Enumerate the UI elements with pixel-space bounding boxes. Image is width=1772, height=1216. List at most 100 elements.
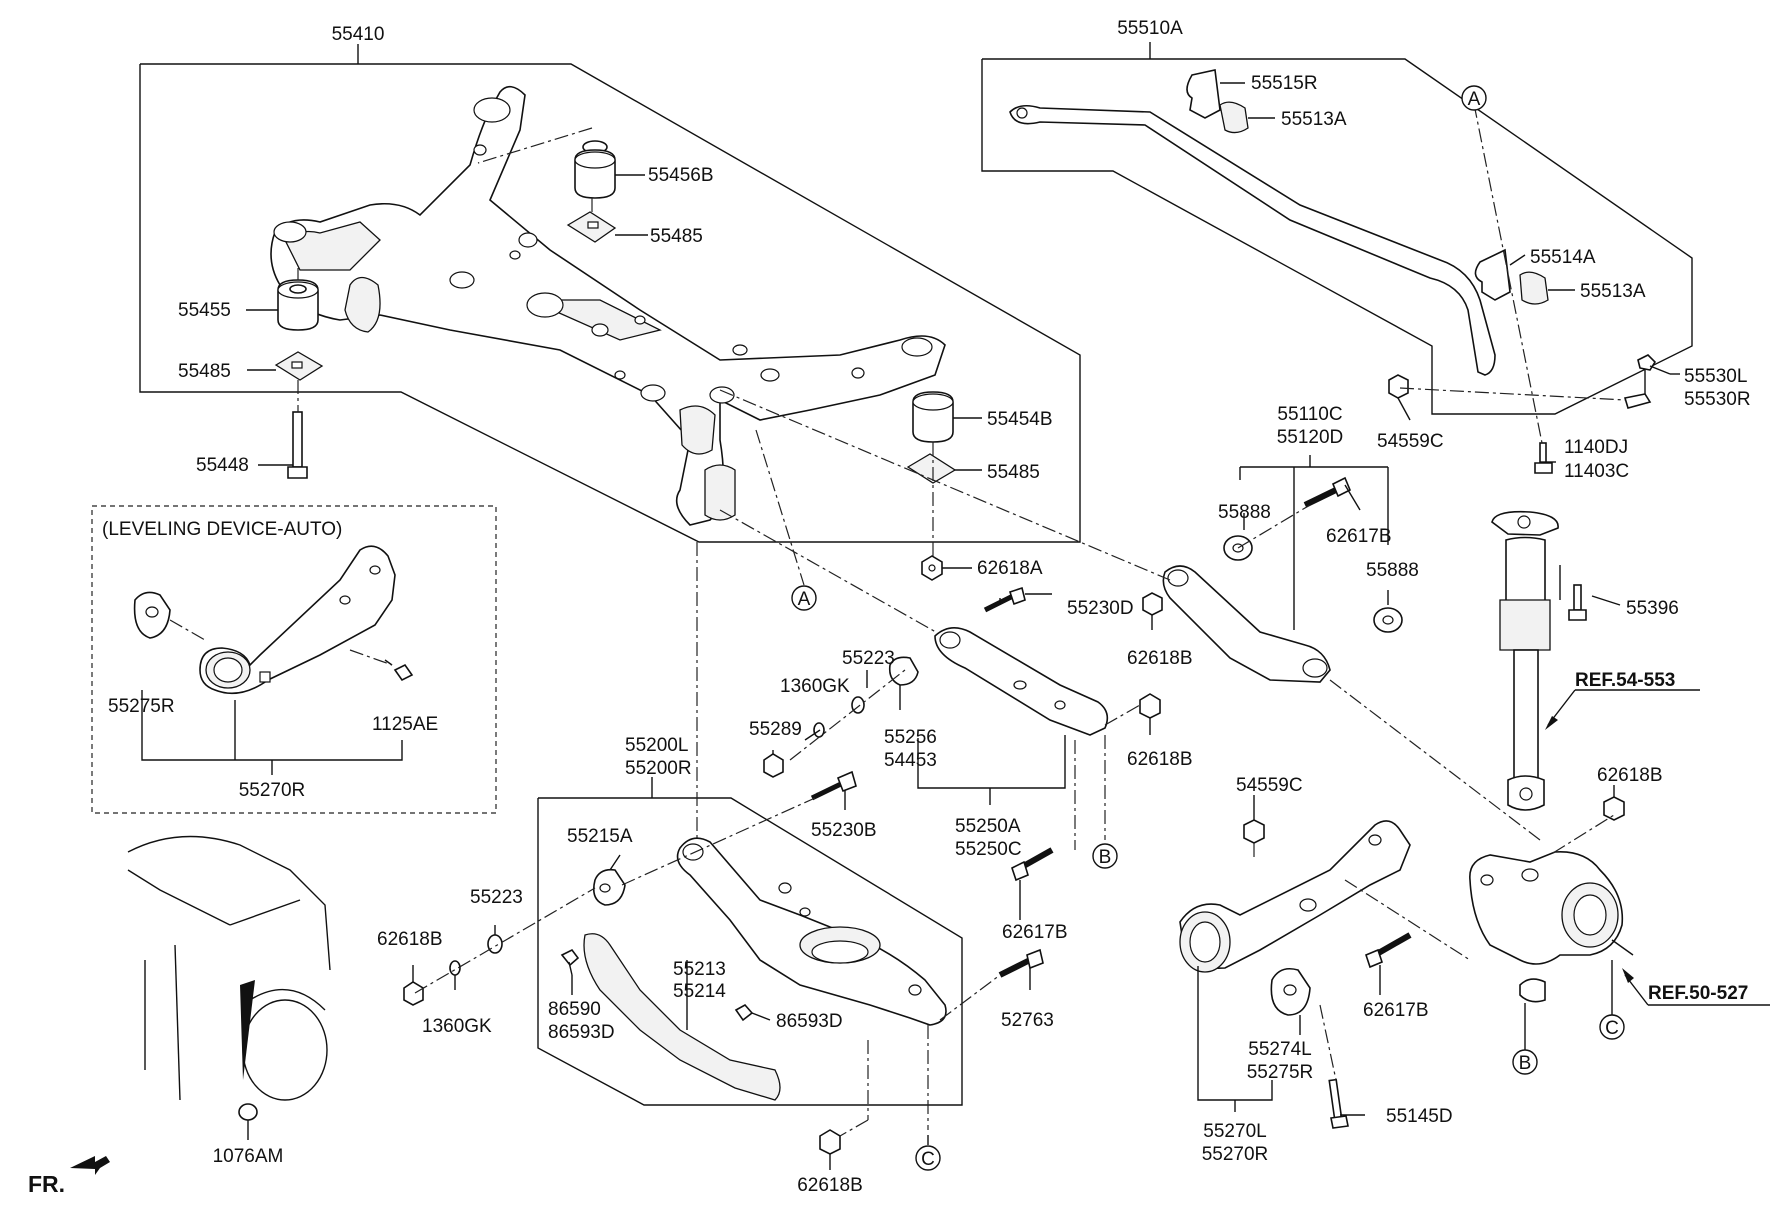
- label-55274l: 55274L: [1248, 1039, 1311, 1060]
- label-55275r-b: 55275R: [1247, 1062, 1314, 1083]
- bushing-55456b: [574, 140, 616, 199]
- nut-55289: [763, 753, 784, 778]
- leader-lines: [246, 82, 1680, 1170]
- label-55515r: 55515R: [1251, 73, 1318, 94]
- label-62618b-b: 62618B: [1127, 749, 1193, 770]
- label-fr: FR.: [28, 1171, 65, 1197]
- shock-absorber: [1491, 510, 1559, 811]
- label-54559c-mid: 54559C: [1236, 775, 1303, 796]
- crossmember-55410: [270, 85, 946, 526]
- label-55485-c: 55485: [987, 462, 1040, 483]
- label-55530r: 55530R: [1684, 389, 1751, 410]
- bolt-55145d: [1328, 1078, 1349, 1129]
- upper-arm-55110c: [1162, 565, 1331, 683]
- bushing-55275r-a: [133, 591, 171, 639]
- nut-62618b-b: [1139, 693, 1161, 719]
- label-leveling: (LEVELING DEVICE-AUTO): [102, 519, 342, 540]
- plate-55485-b: [274, 351, 324, 381]
- bolt-62617b-c: [1365, 932, 1412, 969]
- bushing-55274l: [1270, 967, 1311, 1016]
- label-62618b-e: 62618B: [797, 1175, 863, 1196]
- label-55250c: 55250C: [955, 839, 1022, 860]
- label-55289: 55289: [749, 719, 802, 740]
- bushing-55454b: [912, 391, 954, 443]
- bracket-55514a: [1474, 248, 1511, 301]
- nut-62618b-d: [403, 981, 424, 1006]
- label-55200l: 55200L: [625, 735, 688, 756]
- bolt-55230b: [810, 770, 857, 801]
- label-62618a: 62618A: [977, 558, 1043, 579]
- label-62618b-d: 62618B: [377, 929, 443, 950]
- label-55454b: 55454B: [987, 409, 1053, 430]
- label-55213: 55213: [673, 959, 726, 980]
- label-55455: 55455: [178, 300, 231, 321]
- callout-a-mid: A: [791, 585, 817, 611]
- label-55888-b: 55888: [1366, 560, 1419, 581]
- leveling-arm-55270r: [199, 545, 396, 695]
- svg-text:B: B: [1099, 847, 1112, 868]
- label-55250a: 55250A: [955, 816, 1021, 837]
- svg-text:A: A: [798, 589, 811, 610]
- bushing-55513a-mid: [1519, 271, 1549, 305]
- label-1076am: 1076AM: [213, 1146, 284, 1167]
- bolt-55396: [1568, 584, 1587, 621]
- label-52763: 52763: [1001, 1010, 1054, 1031]
- stabilizer-group-frame: [981, 42, 1693, 415]
- crossmember-group-frame: [139, 44, 1081, 543]
- label-55256: 55256: [884, 727, 937, 748]
- label-ref50527: REF.50-527: [1648, 983, 1748, 1004]
- washer-55223-b: [487, 934, 503, 954]
- label-1360gk-a: 1360GK: [780, 676, 850, 697]
- label-1125ae: 1125AE: [372, 714, 438, 735]
- callout-c-bot2: C: [1599, 1014, 1625, 1040]
- svg-text:B: B: [1519, 1053, 1532, 1074]
- label-55513a-top: 55513A: [1281, 109, 1347, 130]
- label-55485-b: 55485: [178, 361, 231, 382]
- clip-86593d: [734, 1003, 754, 1022]
- stabilizer-link-55530: [1623, 354, 1671, 409]
- bolt-62617b-a: [1303, 476, 1352, 508]
- bolt-52763: [998, 948, 1044, 978]
- label-62617b-b: 62617B: [1002, 922, 1068, 943]
- trailing-arm-55270l: [1179, 820, 1411, 973]
- nut-54559c-top: [1388, 374, 1409, 399]
- label-55275r-a: 55275R: [108, 696, 175, 717]
- part-labels: 55410 55510A 55515R 55513A 55514A 55513A…: [28, 18, 1751, 1197]
- callout-b-mid: B: [1092, 843, 1118, 869]
- label-55410: 55410: [332, 24, 385, 45]
- label-55396: 55396: [1626, 598, 1679, 619]
- label-55530l: 55530L: [1684, 366, 1747, 387]
- label-55888-a: 55888: [1218, 502, 1271, 523]
- label-ref54553: REF.54-553: [1575, 670, 1675, 691]
- plate-55485-a: [566, 211, 617, 243]
- bushing-55455: [277, 279, 319, 331]
- label-55510a: 55510A: [1117, 18, 1183, 39]
- label-11403c: 11403C: [1564, 461, 1629, 482]
- label-55448: 55448: [196, 455, 249, 476]
- bracket-55515r: [1186, 69, 1221, 119]
- label-55145d: 55145D: [1386, 1106, 1453, 1127]
- lower-arm-55200l: [676, 837, 947, 1026]
- ref-50-527-arrow: [1622, 968, 1770, 1006]
- svg-text:C: C: [1605, 1018, 1619, 1039]
- guard-55213: [583, 933, 781, 1101]
- label-86590: 86590: [548, 999, 601, 1020]
- svg-text:C: C: [921, 1149, 935, 1170]
- svg-text:A: A: [1468, 89, 1481, 110]
- label-62618b-a: 62618B: [1127, 648, 1193, 669]
- bushing-55513a-top: [1219, 101, 1249, 134]
- bushing-55888-b: [1373, 607, 1403, 633]
- callout-c-bot1: C: [915, 1145, 941, 1171]
- bushing-55215a: [592, 868, 626, 906]
- bolt-1125ae: [384, 659, 414, 682]
- knuckle: [1469, 851, 1624, 1003]
- label-86593d-b: 86593D: [776, 1011, 843, 1032]
- label-54453: 54453: [884, 750, 937, 771]
- label-62617b-c: 62617B: [1363, 1000, 1429, 1021]
- nut-62618b-e: [1603, 796, 1625, 821]
- bolt-1140dj: [1534, 442, 1553, 474]
- trailing-arm-55250a: [934, 627, 1109, 736]
- ref-54-553-arrow: [1545, 689, 1700, 730]
- leveling-device-frame: [91, 505, 497, 814]
